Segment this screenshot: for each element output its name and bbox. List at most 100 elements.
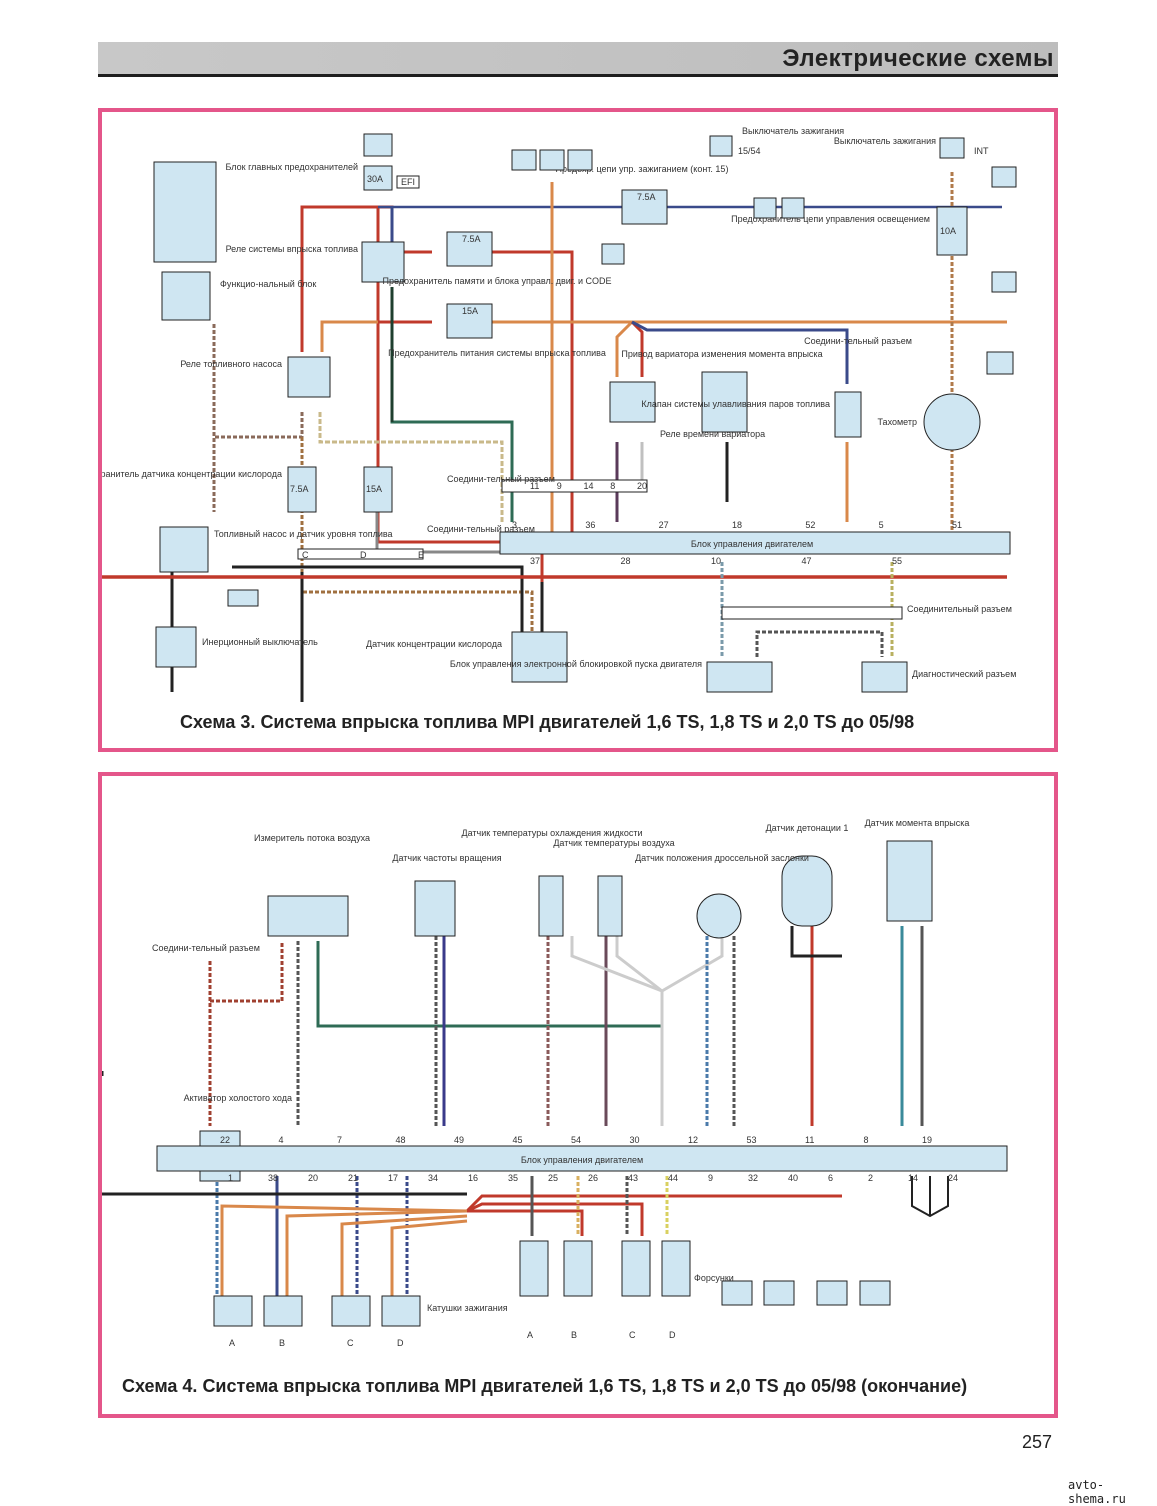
efi-tag: EFI <box>401 177 415 187</box>
key-code-icon <box>539 149 565 171</box>
ecu-pin-label: 10 <box>711 556 721 566</box>
ignition-coil-b <box>263 1295 303 1327</box>
variator-actuator-label: Привод вариатора изменения момента впрыс… <box>621 349 822 359</box>
connector-a-label: Соедини-тельный разъем <box>447 474 555 484</box>
maf-label: Измеритель потока воздуха <box>254 833 370 843</box>
injector-tag: C <box>629 1330 636 1340</box>
ecu-pin-label: 38 <box>268 1173 278 1183</box>
ignition-fuse <box>621 189 668 225</box>
ecu-pin-label: 8 <box>610 481 615 491</box>
ecu-pin-label: 55 <box>892 556 902 566</box>
ignition-fuse-label: Предохр. цепи упр. зажиганием (конт. 15) <box>556 164 729 174</box>
maf-sensor <box>267 895 349 937</box>
coolant-temp-sensor <box>538 875 564 937</box>
fuel-pump-label: Топливный насос и датчик уровня топлива <box>214 529 393 539</box>
ecu-pin-label: 45 <box>513 1135 523 1145</box>
injection-timing-sensor <box>886 840 933 922</box>
ecu-pin-label: 12 <box>688 1135 698 1145</box>
ecu-pin-label: 53 <box>747 1135 757 1145</box>
diagnostic-connector <box>861 661 908 693</box>
ecu-fuse <box>363 466 393 513</box>
ecu-pin-label: 6 <box>828 1173 833 1183</box>
variator-relay-label: Реле времени вариатора <box>660 429 765 439</box>
ecu-pin-label: 22 <box>220 1135 230 1145</box>
ecu-pin-label: 35 <box>508 1173 518 1183</box>
ignition-coil-d <box>381 1295 421 1327</box>
alarm-icon <box>567 149 593 171</box>
ecu-pin-label: 47 <box>802 556 812 566</box>
ecu-pin-label: 37 <box>530 556 540 566</box>
immobilizer-unit <box>706 661 773 693</box>
ecu-pin-label: 14 <box>908 1173 918 1183</box>
throttle-position-label: Датчик положения дроссельной заслонки <box>635 853 809 863</box>
function-block-label: Функцио-нальный блок <box>220 279 316 289</box>
lighting-icon-2 <box>991 271 1017 293</box>
diagnostic-connector-label: Диагностический разъем <box>912 669 1016 679</box>
coolant-temp-label: Датчик температуры охлаждения жидкости <box>462 828 643 838</box>
ecu-pin-label: E <box>418 550 424 560</box>
o2-sensor <box>511 631 568 683</box>
ecu-block <box>499 531 1011 555</box>
lighting-fuse <box>936 206 968 256</box>
ecu-pin-label: 1 <box>228 1173 233 1183</box>
supply-fuse-label: Предохранитель питания системы впрыска т… <box>388 348 606 358</box>
tachometer-label: Тахометр <box>877 417 917 427</box>
ecu-pin-label: 21 <box>348 1173 358 1183</box>
ignition-switch-label: Выключатель зажигания <box>742 126 844 136</box>
air-temp-label: Датчик температуры воздуха <box>553 838 674 848</box>
brake-warning-icon <box>753 197 777 219</box>
schema-3-caption: Схема 3. Система впрыска топлива MPI дви… <box>180 712 915 732</box>
ecu-pin-label: 9 <box>708 1173 713 1183</box>
rpm-sensor <box>414 880 456 937</box>
ecu-pin-label: 19 <box>922 1135 932 1145</box>
main-fuse-label: Блок главных предохранителей <box>225 162 358 172</box>
ecu-pin-label: 49 <box>454 1135 464 1145</box>
injector-tag: D <box>669 1330 676 1340</box>
ecu-pin-label: 7 <box>337 1135 342 1145</box>
ecu-pin-label: 5 <box>879 520 884 530</box>
fuse-panel <box>153 161 217 263</box>
o2-fuse-rating: 7.5A <box>290 484 309 494</box>
tachometer-gauge <box>923 393 981 451</box>
ecu-pin-label: 48 <box>396 1135 406 1145</box>
ecu-block-2 <box>156 1145 1008 1172</box>
ecu-pin-label: 52 <box>805 520 815 530</box>
ecu-pin-label: 43 <box>628 1173 638 1183</box>
ecu-pin-label: 40 <box>788 1173 798 1183</box>
connector-b-label: Соедини-тельный разъем <box>427 524 535 534</box>
section-title: Электрические схемы <box>782 45 1054 72</box>
inertia-switch-label: Инерционный выключатель <box>202 637 318 647</box>
wire <box>300 205 378 352</box>
ecu-pin-label: 20 <box>308 1173 318 1183</box>
connector-long <box>721 606 903 620</box>
fuel-gauge-icon <box>227 589 259 607</box>
coil-tag: B <box>279 1338 285 1348</box>
ignition-coils-label: Катушки зажигания <box>427 1303 508 1313</box>
section-header: Электрические схемы <box>98 42 1058 77</box>
immobilizer-label: Блок управления электронной блокировкой … <box>450 659 702 669</box>
injection-timing-label: Датчик момента впрыска <box>865 818 970 828</box>
memory-fuse-rating: 7.5A <box>462 234 481 244</box>
page-number: 257 <box>1022 1432 1053 1452</box>
ecu-pin-label: 26 <box>588 1173 598 1183</box>
instrument-cluster-icon <box>511 149 537 171</box>
injector-a <box>519 1240 549 1297</box>
fuel-pump <box>159 526 209 573</box>
memory-fuse <box>446 231 493 267</box>
idle-actuator-label: Активатор холостого хода <box>184 1093 292 1103</box>
inertia-switch <box>155 626 197 668</box>
knock-sensor-label: Датчик детонации 1 <box>766 823 849 833</box>
injection-relay-label: Реле системы впрыска топлива <box>226 244 358 254</box>
supply-fuse-rating: 15A <box>462 306 478 316</box>
diagram-schema-4: Измеритель потока воздуха Датчик частоты… <box>98 772 1058 1418</box>
battery-icon <box>363 133 393 157</box>
ecu-pin-label: 30 <box>630 1135 640 1145</box>
instrument-cluster-icon-2 <box>721 1280 753 1306</box>
diagram-schema-3: 30A EFI Блок главных предохранителей Рел… <box>98 108 1058 752</box>
ecu-pin-label: 18 <box>732 520 742 530</box>
ecu-pin-label: 4 <box>279 1135 284 1145</box>
ecu-pin-label: 36 <box>585 520 595 530</box>
ecu-pin-label: 28 <box>621 556 631 566</box>
ecu-pin-label: 9 <box>557 481 562 491</box>
ecu-pin-label: 2 <box>868 1173 873 1183</box>
